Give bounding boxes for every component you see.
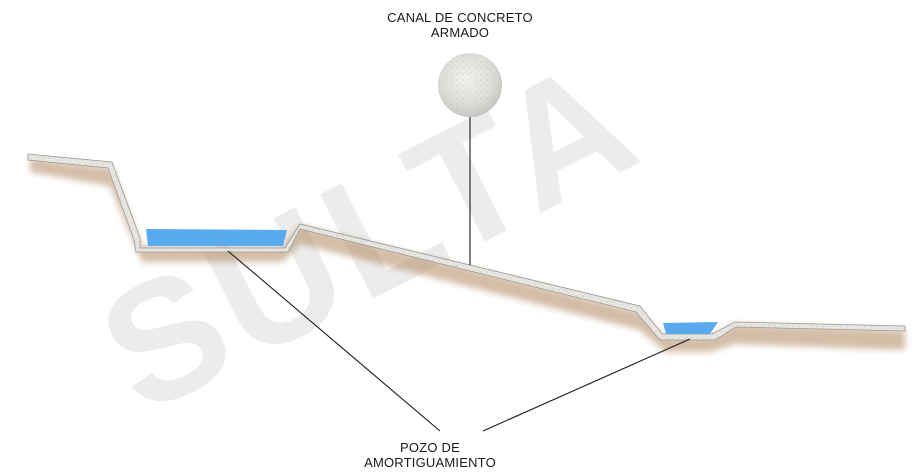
label-pozo: POZO DE AMORTIGUAMIENTO bbox=[330, 440, 530, 470]
label-canal-line-2: ARMADO bbox=[430, 25, 490, 40]
water-pool-right bbox=[663, 322, 718, 334]
label-pozo-line-1: POZO DE bbox=[400, 440, 460, 455]
leader-line-pozo-left bbox=[227, 250, 441, 432]
label-pozo-line-2: AMORTIGUAMIENTO bbox=[364, 455, 496, 470]
concrete-texture bbox=[28, 154, 905, 340]
soil-shadow bbox=[30, 158, 905, 352]
label-canal: CANAL DE CONCRETO ARMADO bbox=[355, 10, 565, 40]
water-pool-left bbox=[146, 229, 287, 246]
concrete-sample-texture bbox=[438, 53, 502, 117]
leader-line-pozo-right bbox=[482, 338, 691, 432]
label-canal-line-1: CANAL DE CONCRETO bbox=[387, 10, 533, 25]
